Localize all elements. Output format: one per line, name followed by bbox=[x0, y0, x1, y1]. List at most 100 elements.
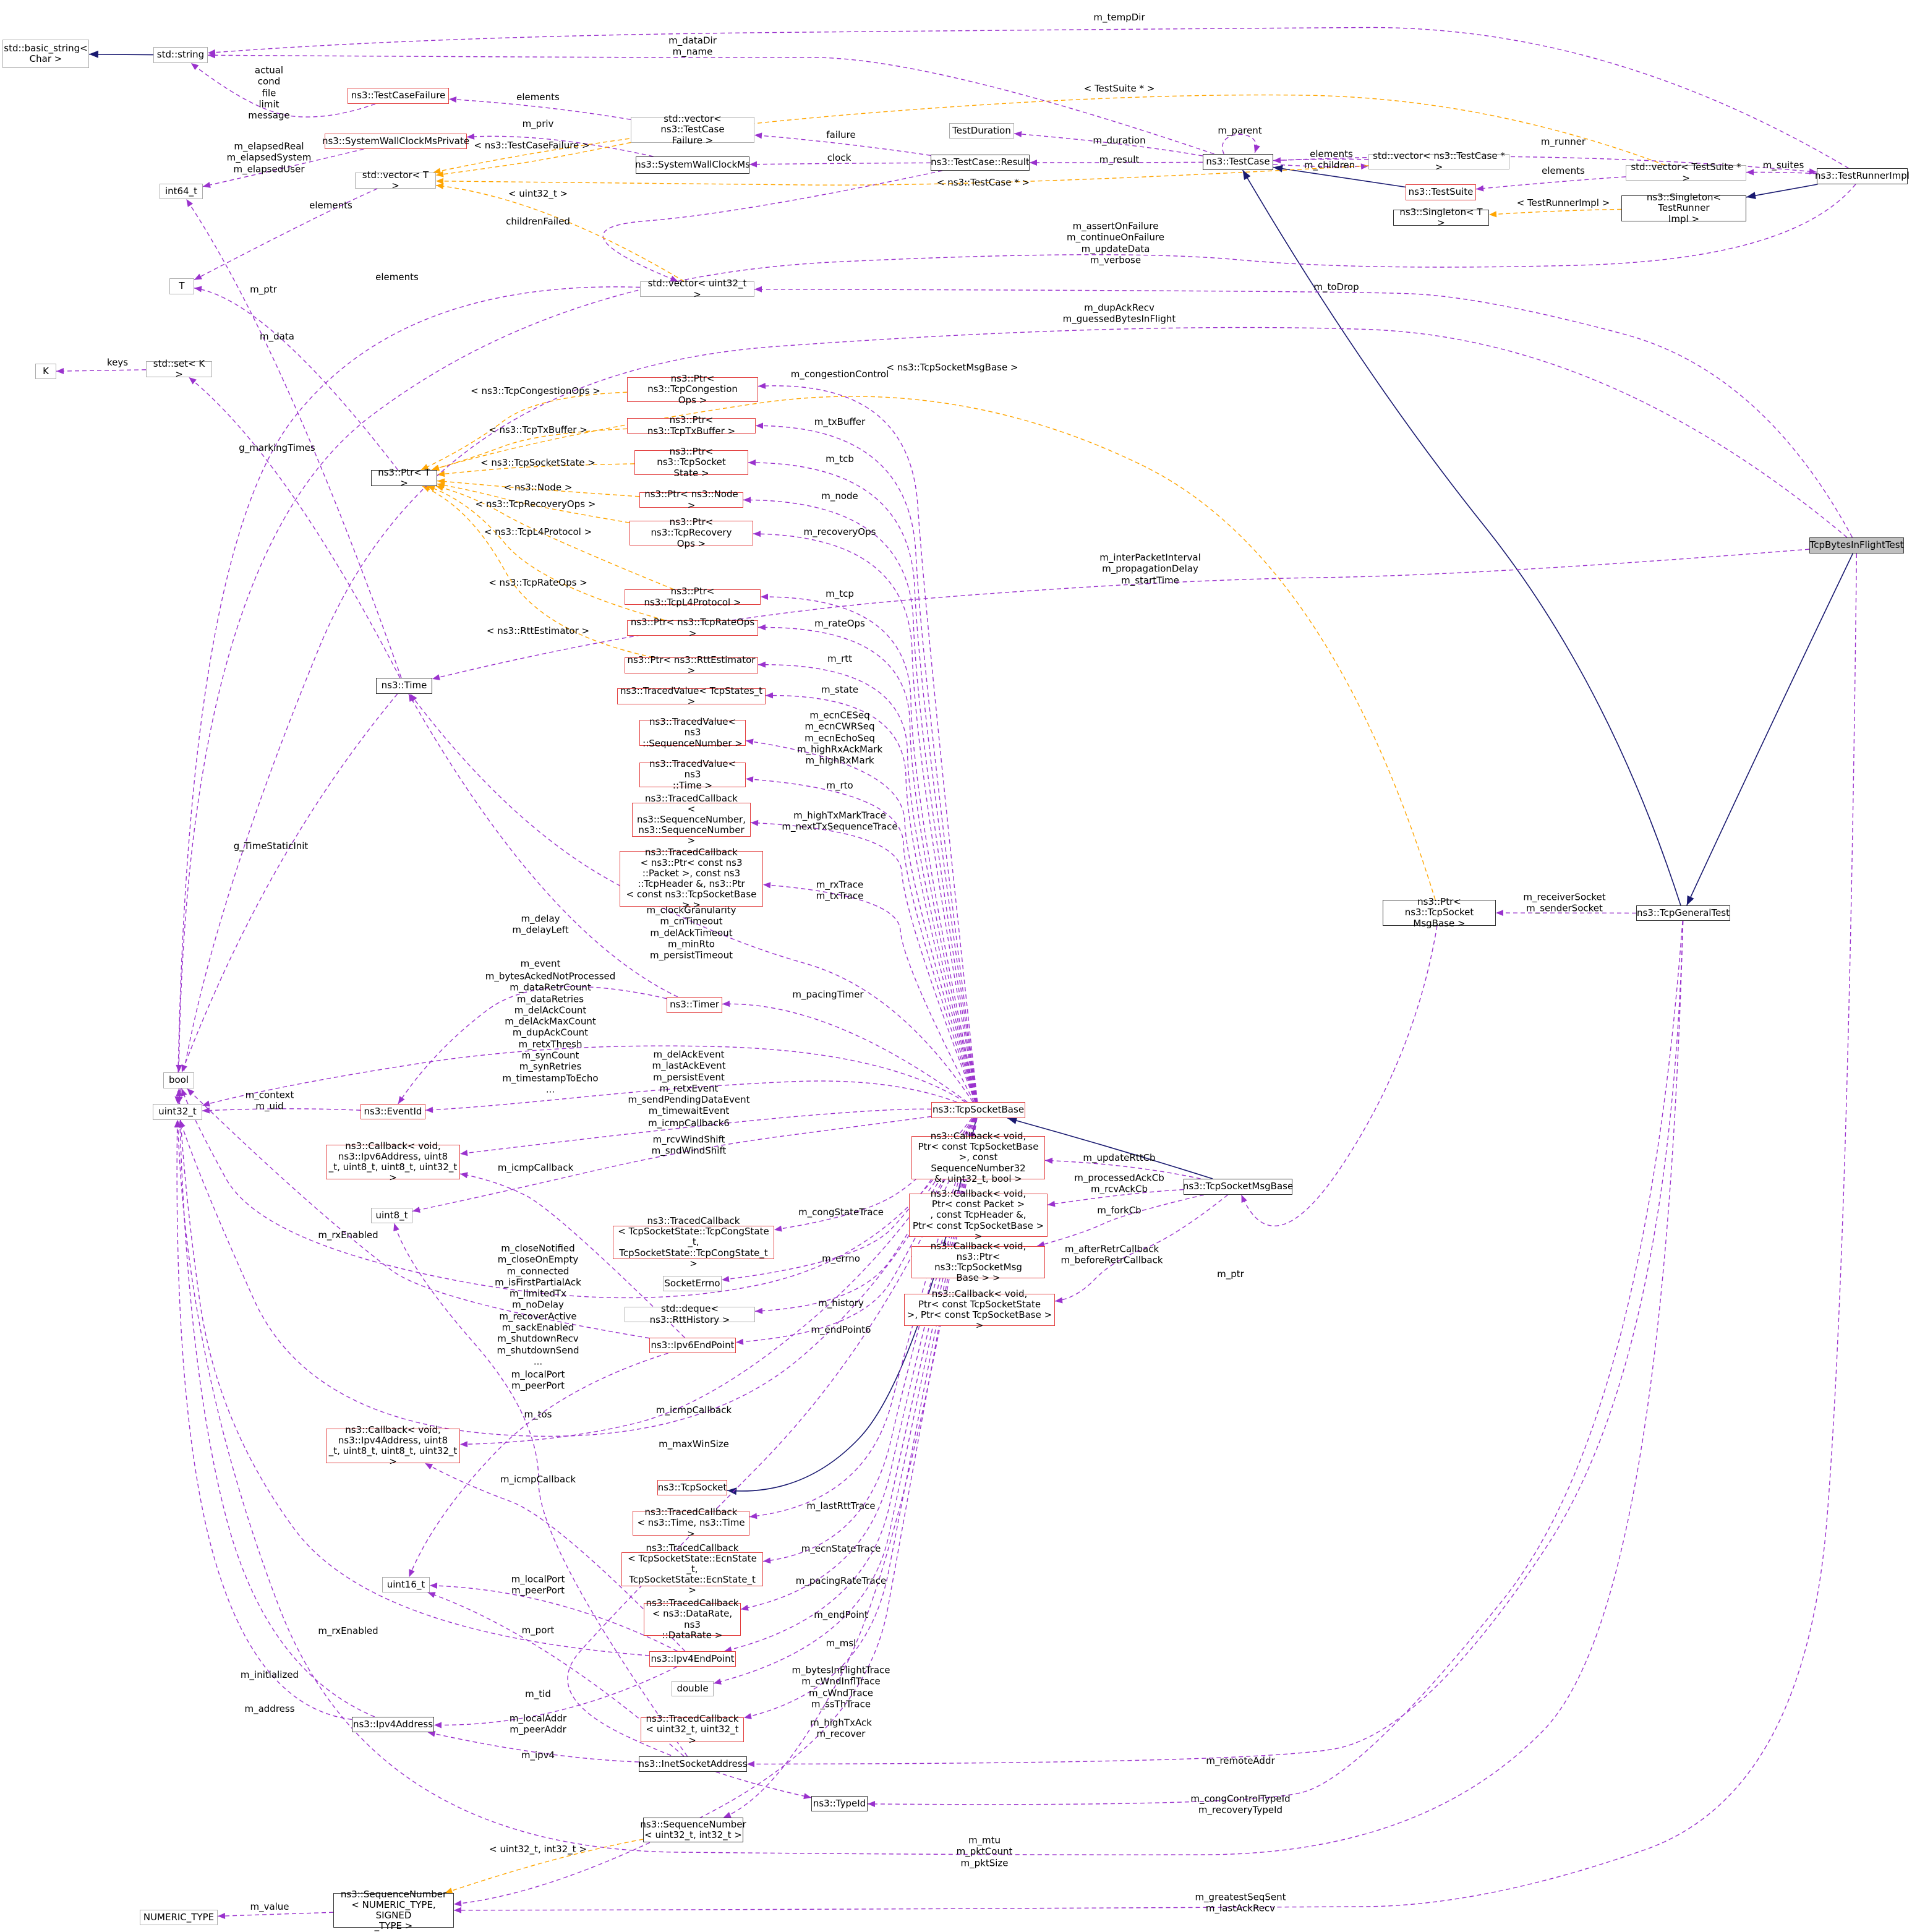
arrowhead bbox=[449, 96, 457, 103]
node-setK[interactable]: std::set< K > bbox=[146, 358, 212, 380]
edge-tcpGeneralTest-testCase bbox=[1242, 169, 1681, 906]
arrowhead bbox=[1746, 192, 1756, 200]
node-socketErrno[interactable]: SocketErrno bbox=[663, 1276, 722, 1291]
node-seqNum32[interactable]: ns3::SequenceNumber < uint32_t, int32_t … bbox=[640, 1818, 746, 1842]
node-ipv4Address[interactable]: ns3::Ipv4Address bbox=[352, 1717, 434, 1732]
edge-testRunnerImpl-bool bbox=[178, 184, 1856, 1073]
node-ptrNode[interactable]: ns3::Ptr< ns3::Node > bbox=[639, 489, 743, 510]
node-tcbEcn[interactable]: ns3::TracedCallback < TcpSocketState::Ec… bbox=[621, 1542, 763, 1596]
node-testRunnerImpl[interactable]: ns3::TestRunnerImpl bbox=[1815, 168, 1910, 184]
arrowhead bbox=[202, 1107, 210, 1114]
node-bool[interactable]: bool bbox=[163, 1072, 194, 1088]
node-ipv6EndPoint[interactable]: ns3::Ipv6EndPoint bbox=[649, 1338, 736, 1353]
node-double[interactable]: double bbox=[672, 1681, 714, 1696]
node-tcpGeneralTest[interactable]: ns3::TcpGeneralTest bbox=[1636, 905, 1730, 921]
node-ptrRateOps[interactable]: ns3::Ptr< ns3::TcpRateOps > bbox=[627, 617, 758, 638]
edge-testCase-tcResult bbox=[1029, 161, 1203, 163]
node-tcResult[interactable]: ns3::TestCase::Result bbox=[931, 155, 1030, 171]
node-typeId[interactable]: ns3::TypeId bbox=[811, 1796, 868, 1811]
node-ptrTcpSocketMsgBase[interactable]: ns3::Ptr< ns3::TcpSocket MsgBase > bbox=[1383, 897, 1496, 928]
node-swcMs[interactable]: ns3::SystemWallClockMs bbox=[635, 156, 750, 174]
node-ipv4EndPoint[interactable]: ns3::Ipv4EndPoint bbox=[649, 1651, 736, 1667]
node-tcbSeqSeq[interactable]: ns3::TracedCallback < ns3::SequenceNumbe… bbox=[632, 793, 751, 846]
node-tvSeq[interactable]: ns3::TracedValue< ns3 ::SequenceNumber > bbox=[639, 717, 746, 748]
edge-ipv4EndPoint-ipv4Address bbox=[433, 1666, 678, 1726]
node-vectorT[interactable]: std::vector< T > bbox=[355, 169, 436, 191]
node-ptrRtt[interactable]: ns3::Ptr< ns3::RttEstimator > bbox=[625, 654, 758, 676]
edge-tcpSocketMsgBase-cbMsgBase bbox=[1036, 1194, 1205, 1247]
node-cbSockState[interactable]: ns3::Callback< void, Ptr< const TcpSocke… bbox=[904, 1288, 1055, 1331]
edge-time-setK bbox=[188, 377, 401, 678]
edge-time-int64 bbox=[186, 199, 402, 678]
edge-testCase-testCase bbox=[1222, 134, 1257, 155]
node-ptrTxBuf[interactable]: ns3::Ptr< ns3::TcpTxBuffer > bbox=[627, 415, 756, 436]
node-tcbCong[interactable]: ns3::TracedCallback < TcpSocketState::Tc… bbox=[613, 1216, 774, 1268]
node-eventId[interactable]: ns3::EventId bbox=[361, 1104, 425, 1119]
node-seqNumGeneric[interactable]: ns3::SequenceNumber < NUMERIC_TYPE, SIGN… bbox=[333, 1889, 454, 1931]
node-cbIpv6[interactable]: ns3::Callback< void, ns3::Ipv6Address, u… bbox=[326, 1140, 460, 1183]
node-tcpSocketMsgBase[interactable]: ns3::TcpSocketMsgBase bbox=[1183, 1179, 1293, 1195]
edge-tcpSocketBase-ptrSockState bbox=[748, 462, 978, 1103]
arrowhead bbox=[56, 368, 64, 375]
node-singletonT[interactable]: ns3::Singleton< T > bbox=[1393, 207, 1489, 228]
edge-tcpSocketBase-tcbPacket bbox=[762, 884, 975, 1103]
node-vecTCptr[interactable]: std::vector< ns3::TestCase * > bbox=[1368, 151, 1509, 172]
node-numericType[interactable]: NUMERIC_TYPE bbox=[140, 1910, 218, 1925]
node-timer[interactable]: ns3::Timer bbox=[667, 997, 722, 1013]
node-testCase[interactable]: ns3::TestCase bbox=[1203, 154, 1273, 170]
node-int64[interactable]: int64_t bbox=[160, 184, 203, 199]
arrowhead bbox=[1273, 165, 1283, 173]
node-time[interactable]: ns3::Time bbox=[376, 678, 432, 694]
arrowhead bbox=[766, 692, 774, 699]
edge-testRunnerImpl-vecTSptr bbox=[1746, 171, 1817, 174]
node-tcbDataRate[interactable]: ns3::TracedCallback < ns3::DataRate, ns3… bbox=[644, 1598, 741, 1640]
node-tcpSocketBase[interactable]: ns3::TcpSocketBase bbox=[931, 1102, 1025, 1118]
node-dequeRtt[interactable]: std::deque< ns3::RttHistory > bbox=[625, 1304, 755, 1325]
node-cbMsgBase[interactable]: ns3::Callback< void, ns3::Ptr< ns3::TcpS… bbox=[911, 1241, 1045, 1283]
edge-ptrRecovery-ptrT bbox=[437, 483, 630, 523]
node-testDuration[interactable]: TestDuration bbox=[949, 123, 1014, 139]
node-singletonTRI[interactable]: ns3::Singleton< TestRunner Impl > bbox=[1621, 192, 1746, 224]
node-uint16[interactable]: uint16_t bbox=[382, 1577, 430, 1592]
node-tcbPacket[interactable]: ns3::TracedCallback < ns3::Ptr< const ns… bbox=[620, 847, 763, 910]
node-cbPacketFork[interactable]: ns3::Callback< void, Ptr< const Packet >… bbox=[909, 1189, 1048, 1241]
node-vecU32[interactable]: std::vector< uint32_t > bbox=[640, 278, 754, 299]
arrowhead bbox=[460, 1172, 468, 1179]
node-tvStates[interactable]: ns3::TracedValue< TcpStates_t > bbox=[617, 685, 766, 707]
node-uint32[interactable]: uint32_t bbox=[153, 1104, 202, 1120]
node-uint8[interactable]: uint8_t bbox=[371, 1208, 412, 1223]
node-T[interactable]: T bbox=[169, 278, 194, 294]
arrowhead bbox=[1686, 895, 1694, 905]
arrowhead bbox=[393, 1223, 399, 1231]
node-ptrL4[interactable]: ns3::Ptr< ns3::TcpL4Protocol > bbox=[625, 586, 761, 607]
edge-tcpSocketMsgBase-cbSockState bbox=[1054, 1194, 1229, 1302]
node-cbUpdateRtt[interactable]: ns3::Callback< void, Ptr< const TcpSocke… bbox=[911, 1131, 1045, 1184]
node-ptrSockState[interactable]: ns3::Ptr< ns3::TcpSocket State > bbox=[634, 447, 748, 478]
node-tcbU32U32[interactable]: ns3::TracedCallback < uint32_t, uint32_t… bbox=[641, 1714, 744, 1745]
node-testCaseFailure[interactable]: ns3::TestCaseFailure bbox=[348, 88, 449, 104]
edge-vecTCFail-vectorT bbox=[435, 142, 631, 176]
node-stdString[interactable]: std::string bbox=[153, 47, 208, 63]
node-K[interactable]: K bbox=[35, 364, 56, 379]
node-vecTSptr[interactable]: std::vector< TestSuite * > bbox=[1626, 162, 1746, 183]
node-tvTime[interactable]: ns3::TracedValue< ns3 ::Time > bbox=[639, 759, 746, 790]
node-cbIpv4[interactable]: ns3::Callback< void, ns3::Ipv4Address, u… bbox=[326, 1424, 460, 1467]
edge-tcpGeneralTest-typeId bbox=[867, 920, 1683, 1805]
node-inetSocketAddress[interactable]: ns3::InetSocketAddress bbox=[639, 1756, 747, 1772]
node-basicString[interactable]: std::basic_string< Char > bbox=[2, 40, 89, 68]
edge-testRunnerImpl-stdString bbox=[207, 27, 1849, 169]
node-vecTCFail[interactable]: std::vector< ns3::TestCase Failure > bbox=[631, 114, 754, 145]
edge-testCaseFailure-stdString bbox=[190, 62, 376, 118]
arrowhead bbox=[722, 1001, 730, 1007]
edge-timer-eventId bbox=[398, 986, 667, 1105]
node-ptrCongOps[interactable]: ns3::Ptr< ns3::TcpCongestion Ops > bbox=[627, 374, 758, 405]
node-testSuite[interactable]: ns3::TestSuite bbox=[1406, 184, 1476, 200]
node-ptrRecovery[interactable]: ns3::Ptr< ns3::TcpRecovery Ops > bbox=[630, 517, 753, 549]
node-tcbTimeTime[interactable]: ns3::TracedCallback < ns3::Time, ns3::Ti… bbox=[633, 1507, 749, 1539]
edge-tcResult-vecU32 bbox=[602, 170, 943, 282]
arrowhead bbox=[454, 1907, 462, 1913]
node-ptrT[interactable]: ns3::Ptr< T > bbox=[371, 467, 437, 489]
node-swcMsPrivate[interactable]: ns3::SystemWallClockMsPrivate bbox=[322, 134, 469, 149]
arrowhead bbox=[427, 1592, 436, 1598]
node-tcpSocket[interactable]: ns3::TcpSocket bbox=[657, 1480, 727, 1495]
